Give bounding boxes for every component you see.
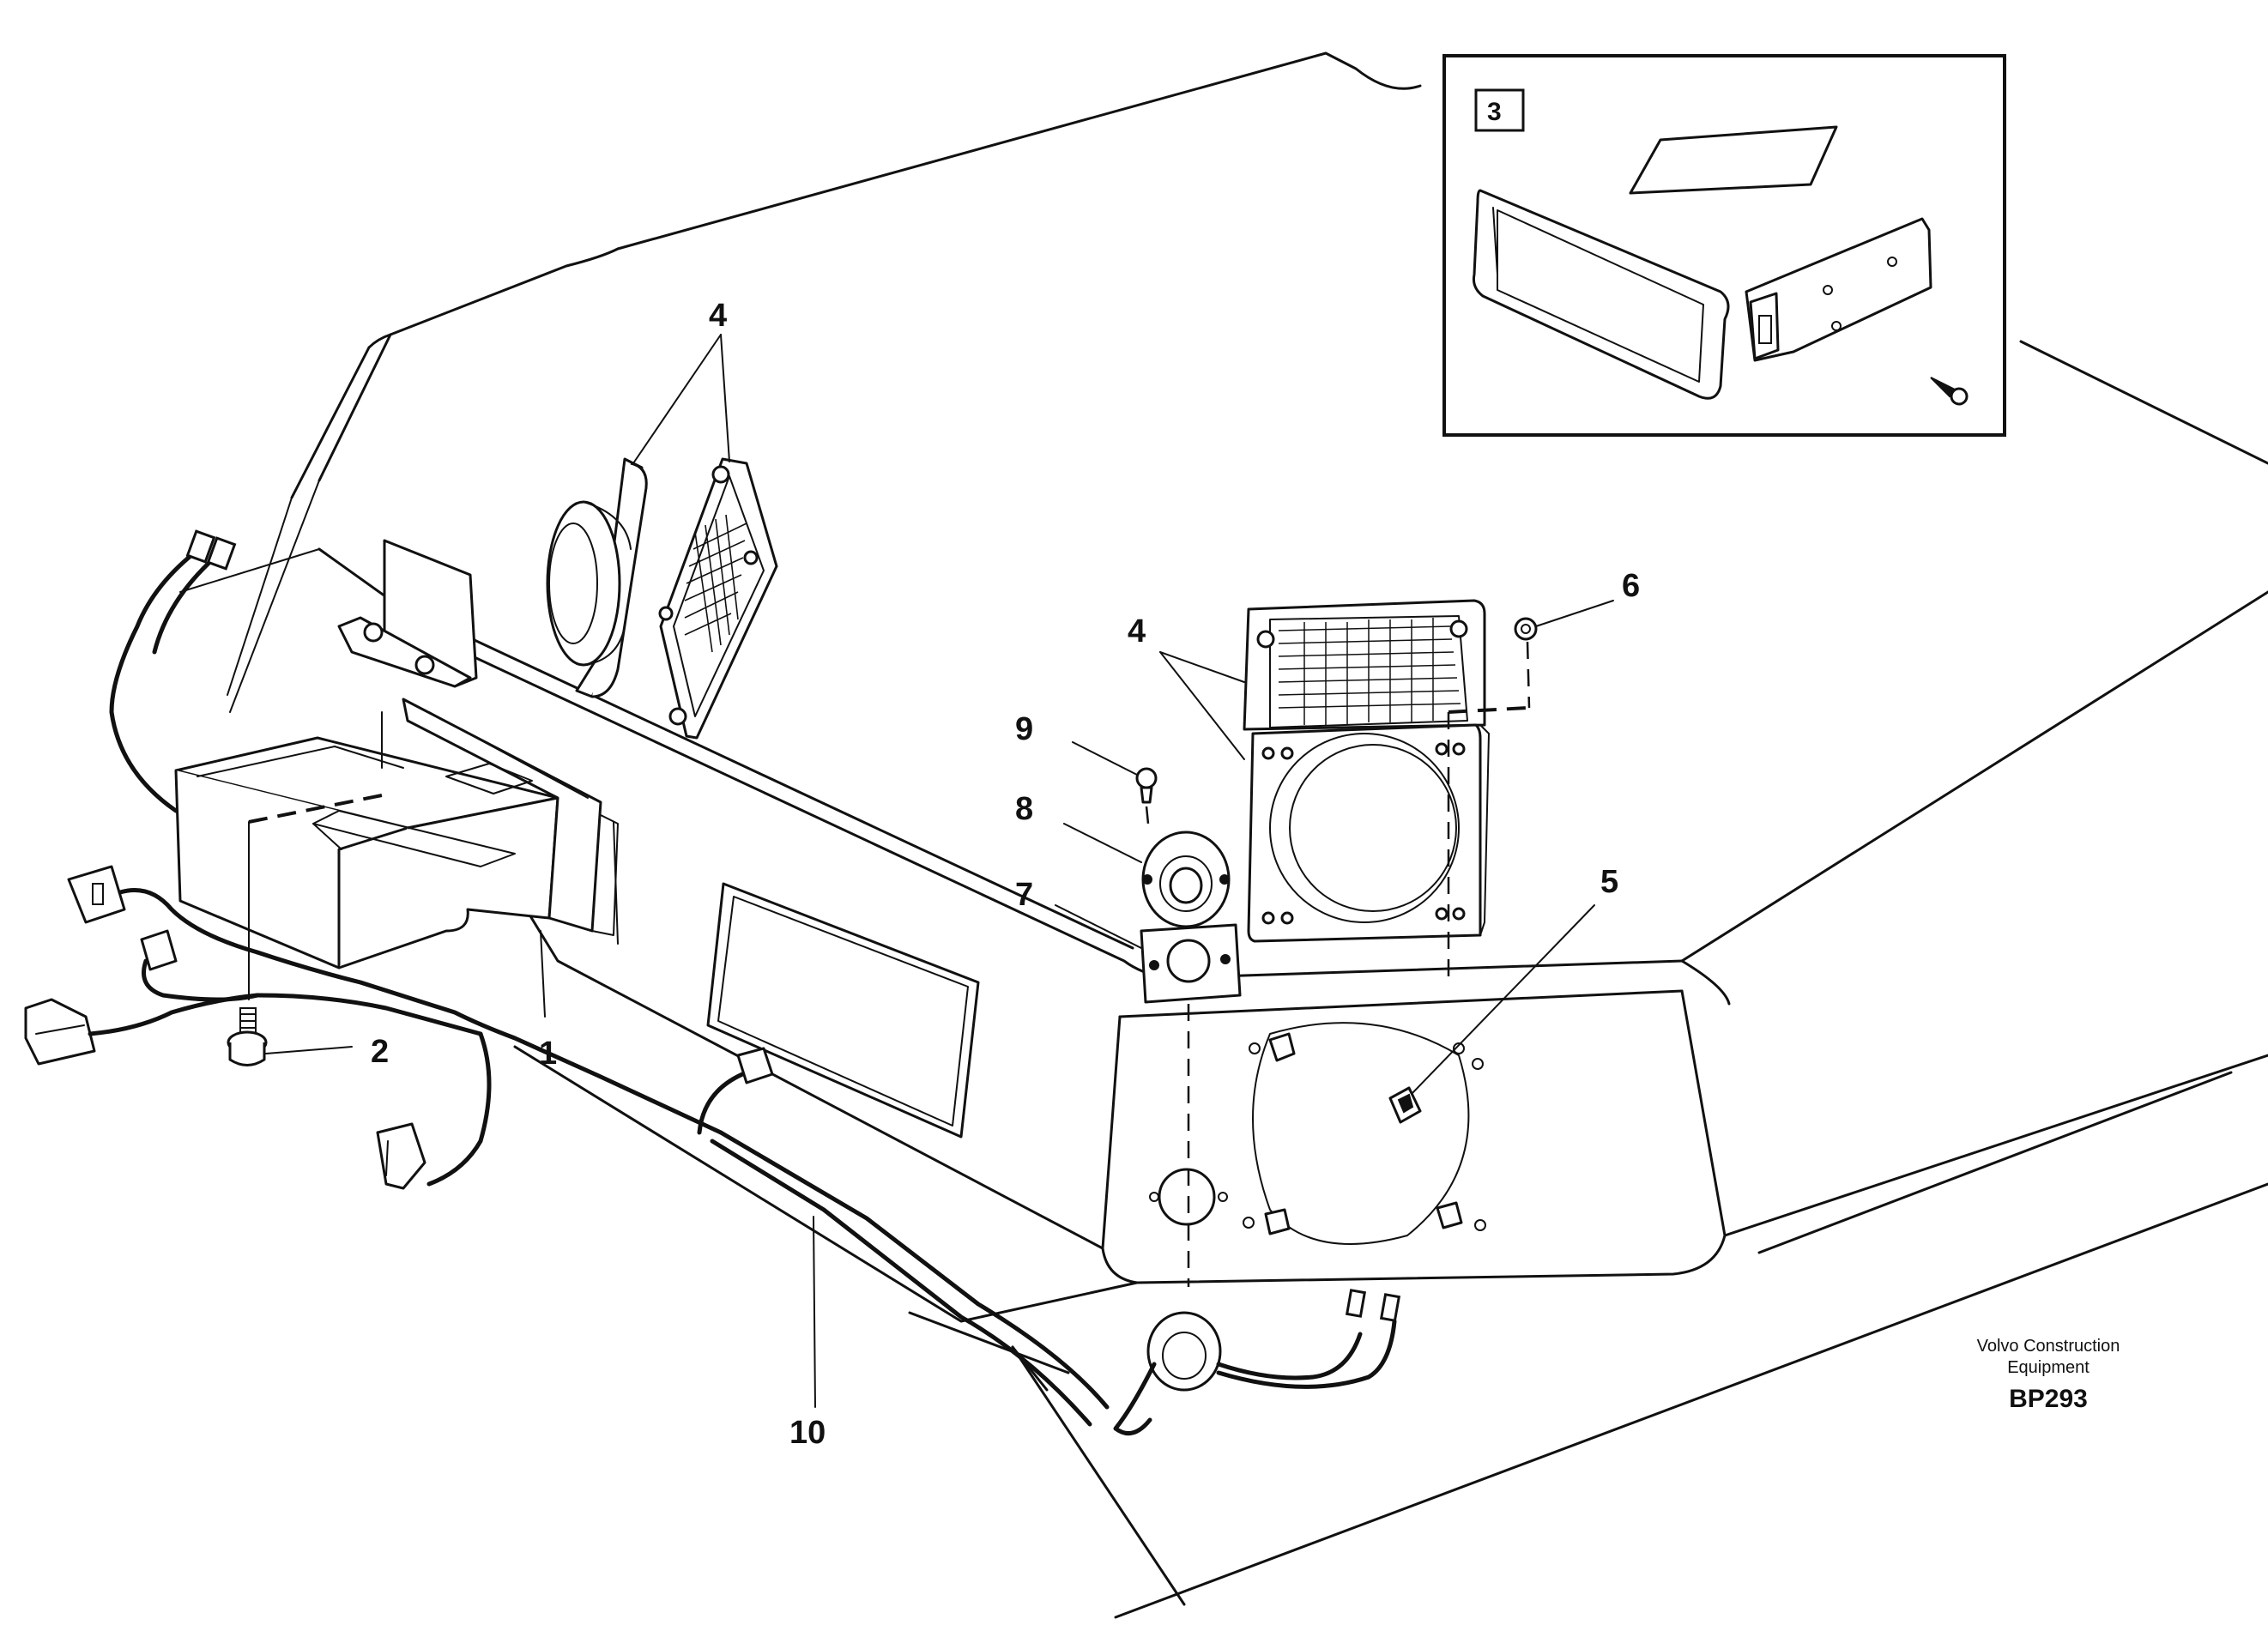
screw-part-9 xyxy=(1072,741,1158,825)
callout-5: 5 xyxy=(1600,864,1618,900)
callout-9: 9 xyxy=(1015,711,1033,747)
radio-holder-part-1 xyxy=(174,539,619,1000)
callout-8: 8 xyxy=(1015,791,1033,827)
callout-4-upper: 4 xyxy=(709,298,727,334)
callout-6: 6 xyxy=(1622,568,1640,604)
speaker-cap-part-8 xyxy=(1063,823,1231,928)
caption-line-2: Equipment xyxy=(2007,1358,2090,1377)
upper-speaker-assembly xyxy=(546,334,778,740)
caption-line-1: Volvo Construction xyxy=(1977,1337,2120,1356)
side-recess-panel xyxy=(706,882,980,1139)
speaker-base-part-7 xyxy=(1055,904,1242,1287)
screw-part-2 xyxy=(227,1007,353,1066)
caption-block: Volvo Construction Equipment BP293 xyxy=(1977,1337,2120,1413)
callout-3: 3 xyxy=(1487,98,1502,126)
wiring-harness-part-10 xyxy=(24,529,1110,1427)
cab-body-outline xyxy=(179,51,2268,1619)
right-speaker-assembly xyxy=(1159,599,1528,978)
front-panel-cutouts xyxy=(1149,1022,1486,1245)
inset-box-part-3 xyxy=(1442,54,2006,437)
figure-code: BP293 xyxy=(2009,1385,2088,1413)
callout-4-right: 4 xyxy=(1128,613,1146,649)
clip-part-5 xyxy=(1388,904,1595,1124)
lower-round-connector xyxy=(1113,1289,1401,1436)
screw-part-6 xyxy=(1514,600,1614,709)
callout-2: 2 xyxy=(371,1034,389,1070)
callout-10: 10 xyxy=(789,1415,826,1451)
callout-7: 7 xyxy=(1015,877,1033,913)
